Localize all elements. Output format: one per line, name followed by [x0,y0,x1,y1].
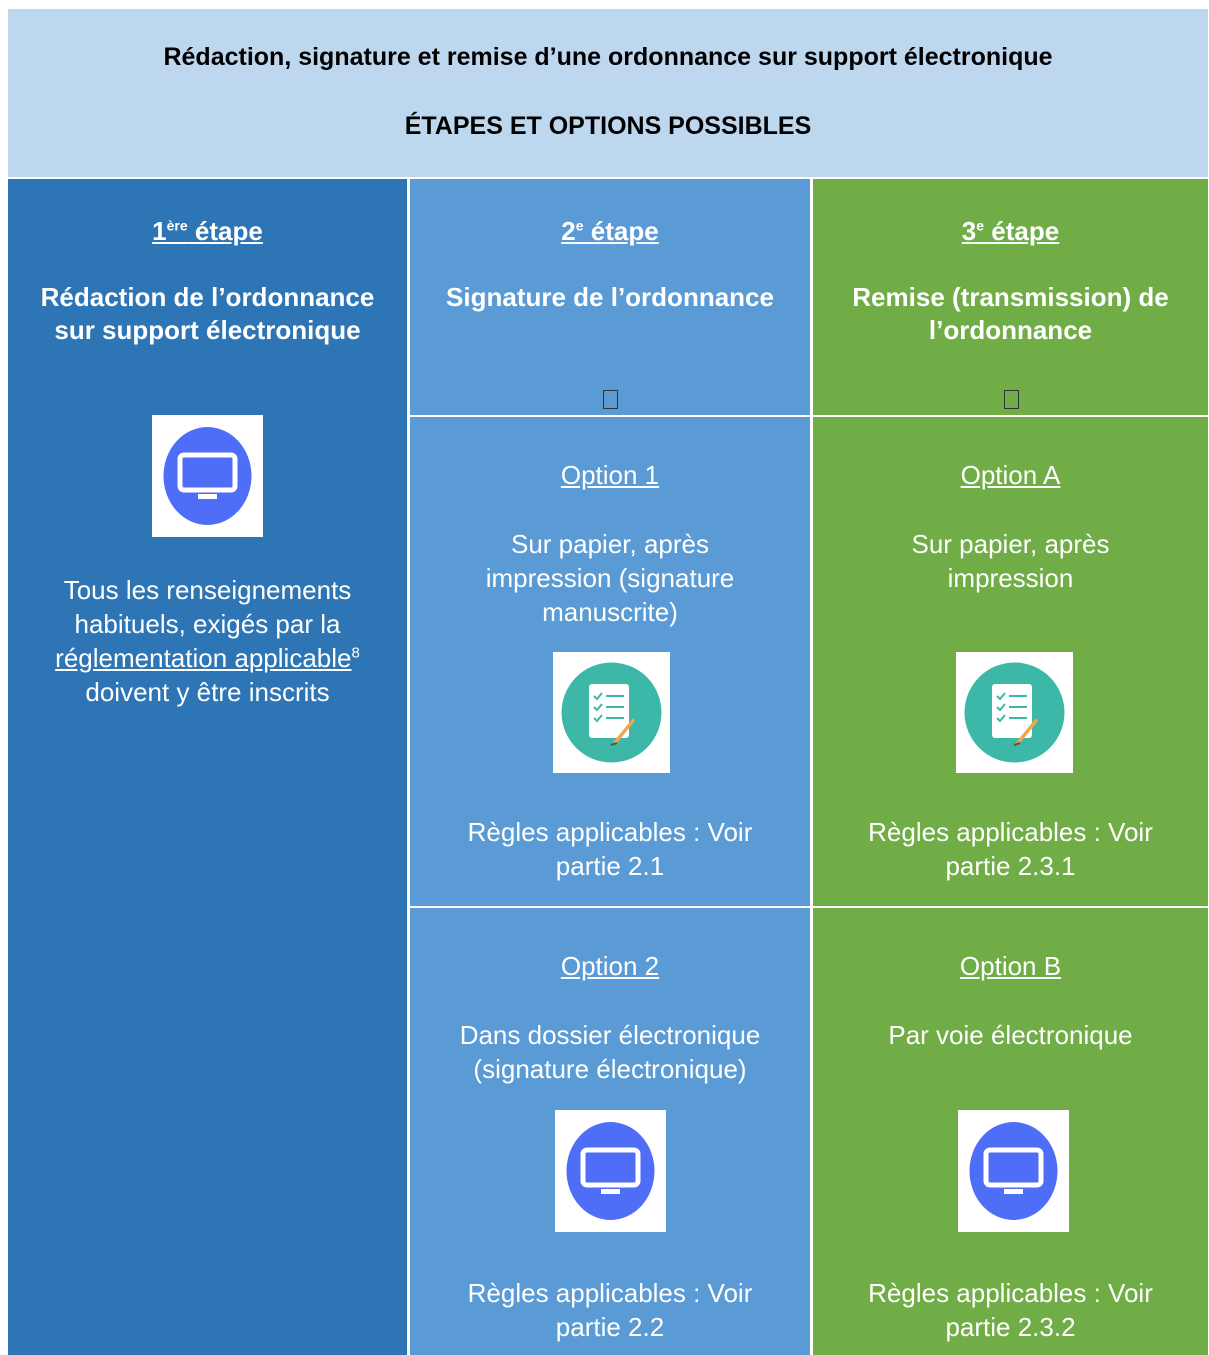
step1-column: 1ère étape Rédaction de l’ordonnance sur… [8,179,407,1355]
option1-label: Option 1 [560,460,660,490]
option1-rules: Règles applicables : Voir partie 2.1 [467,817,753,881]
option2-label: Option 2 [560,951,660,981]
checklist-pencil-icon [553,652,670,773]
arrow-placeholder-icon [603,390,618,409]
checklist-pencil-icon [956,652,1073,773]
option2-cell: Option 2 Dans dossier électronique (sign… [410,908,810,1355]
optionB-label: Option B [959,951,1062,981]
document-subtitle: ÉTAPES ET OPTIONS POSSIBLES [404,112,812,140]
footnote-ref: 8 [351,644,360,662]
optionA-cell: Option A Sur papier, après impression Rè… [813,417,1208,906]
optionB-cell: Option B Par voie électronique Règles ap… [813,908,1208,1355]
regulation-link[interactable]: réglementation applicable [55,643,352,673]
option2-text: Dans dossier électronique (signature éle… [459,1020,761,1084]
optionA-rules: Règles applicables : Voir partie 2.3.1 [868,817,1153,881]
step1-heading: 1ère étape [152,216,263,246]
step3-header-cell: 3e étape Remise (transmission) de l’ordo… [813,179,1208,415]
header-banner: Rédaction, signature et remise d’une ord… [8,9,1208,177]
optionB-text: Par voie électronique [888,1020,1133,1050]
arrow-placeholder-icon [1003,390,1019,409]
document: Rédaction, signature et remise d’une ord… [8,9,1208,1355]
option1-text: Sur papier, après impression (signature … [485,529,735,627]
step2-header-cell: 2e étape Signature de l’ordonnance [410,179,810,415]
step1-description: Tous les renseignements habituels, exigé… [55,575,360,707]
optionA-text: Sur papier, après impression [911,529,1110,593]
step3-title: Remise (transmission) de l’ordonnance [852,282,1169,345]
document-title: Rédaction, signature et remise d’une ord… [163,43,1053,71]
step2-title: Signature de l’ordonnance [446,282,774,312]
option2-rules: Règles applicables : Voir partie 2.2 [467,1278,753,1342]
optionA-label: Option A [960,460,1061,490]
step2-heading: 2e étape [561,216,659,246]
step1-title: Rédaction de l’ordonnance sur support él… [40,282,375,345]
option1-cell: Option 1 Sur papier, après impression (s… [410,417,810,906]
computer-monitor-icon [555,1110,666,1232]
computer-monitor-icon [152,415,263,537]
computer-monitor-icon [958,1110,1069,1232]
optionB-rules: Règles applicables : Voir partie 2.3.2 [868,1278,1153,1342]
step3-heading: 3e étape [961,216,1060,246]
